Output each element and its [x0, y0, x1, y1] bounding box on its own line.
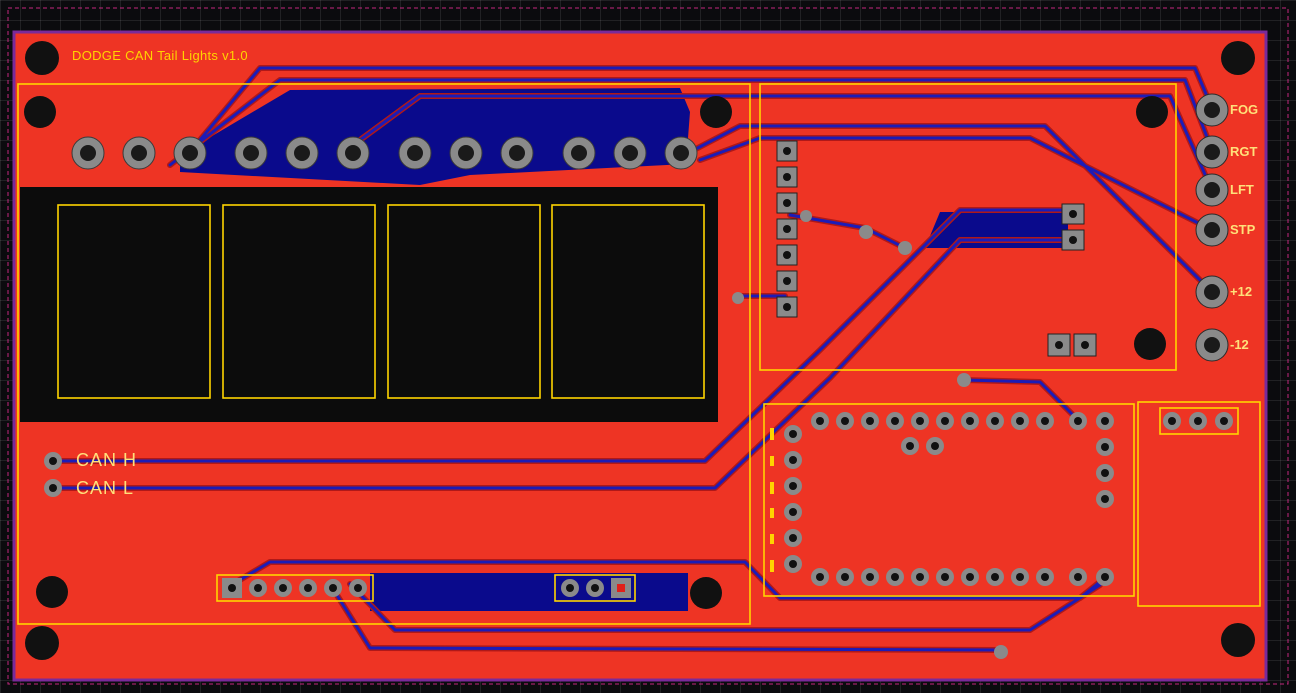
display-header	[71, 136, 698, 170]
display-digit-2	[222, 204, 376, 399]
mounting-hole	[36, 576, 68, 608]
can-module-outline	[759, 83, 1177, 371]
mounting-holes	[24, 41, 1255, 660]
mounting-hole	[1221, 41, 1255, 75]
regulator-outline	[1137, 401, 1261, 607]
mounting-hole	[24, 96, 56, 128]
mounting-hole	[1136, 96, 1168, 128]
can-module-header	[776, 140, 798, 318]
mcu-pads	[784, 412, 1114, 586]
mounting-hole	[690, 577, 722, 609]
display-digit-4	[551, 204, 705, 399]
trace-group	[49, 65, 1215, 653]
lft-label: LFT	[1230, 182, 1254, 197]
mounting-hole	[25, 626, 59, 660]
mounting-hole	[700, 96, 732, 128]
stp-label: STP	[1230, 222, 1256, 237]
board-title: DODGE CAN Tail Lights v1.0	[72, 48, 248, 63]
header-6pin-outline	[216, 574, 374, 602]
can-l-label: CAN L	[76, 478, 135, 498]
header-3pin	[561, 578, 631, 598]
vias	[732, 210, 1008, 659]
display-cutout	[20, 187, 718, 422]
board-keepout-outline	[7, 7, 1289, 685]
rgt-label: RGT	[1230, 144, 1258, 159]
led-module-outline	[17, 83, 751, 625]
can-pads	[44, 452, 62, 497]
mcu-outline	[763, 403, 1135, 597]
regulator-pads	[1163, 412, 1233, 430]
silkscreen-outlines	[17, 83, 1261, 625]
mcu-silk-marks	[770, 428, 774, 572]
mounting-hole	[1134, 328, 1166, 360]
regulator-header-outline	[1159, 407, 1239, 435]
fog-label: FOG	[1230, 102, 1259, 117]
display-digit-1	[57, 204, 211, 399]
header-6pin	[222, 578, 367, 598]
mounting-hole	[1221, 623, 1255, 657]
minus12-label: -12	[1230, 337, 1249, 352]
output-connector	[1195, 93, 1229, 362]
display-digit-3	[387, 204, 541, 399]
plus12-label: +12	[1230, 284, 1253, 299]
header-3pin-outline	[554, 574, 636, 602]
mounting-hole	[25, 41, 59, 75]
can-h-label: CAN H	[76, 450, 138, 470]
